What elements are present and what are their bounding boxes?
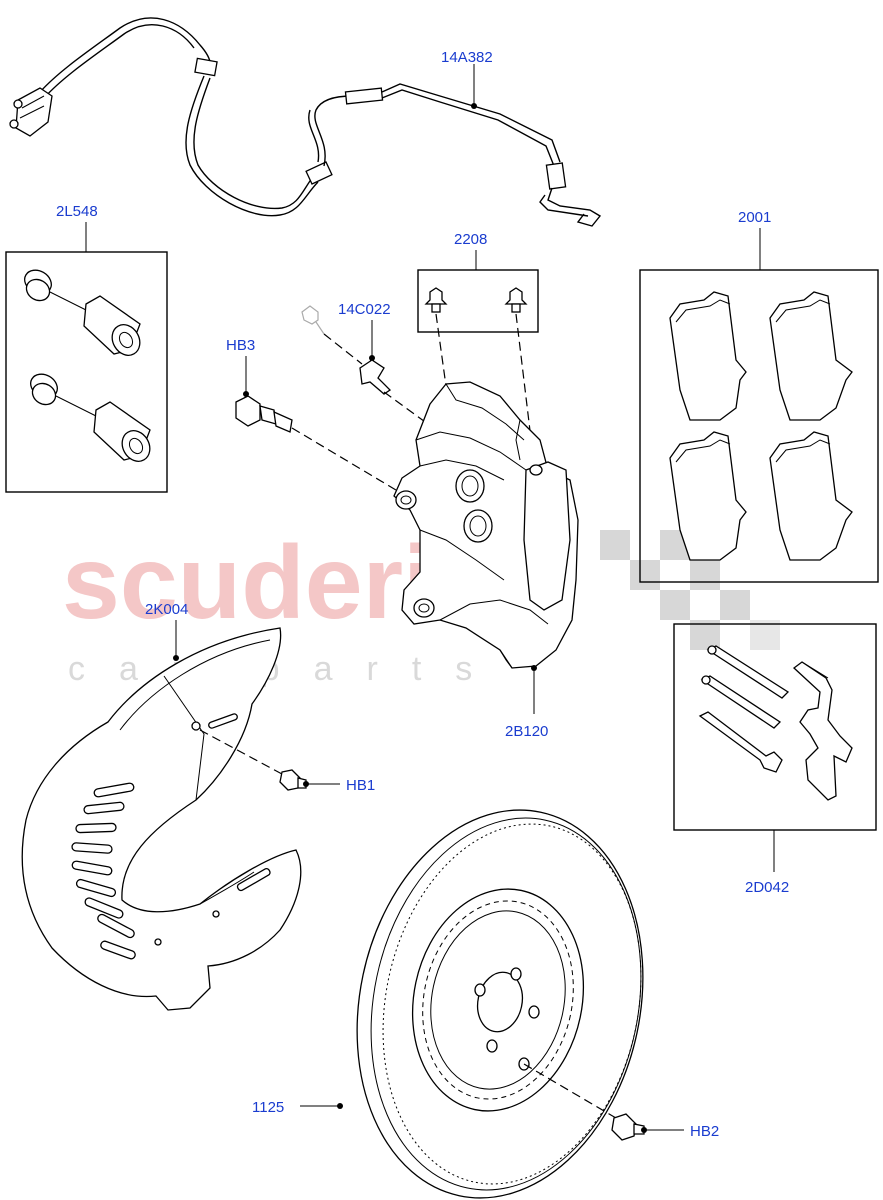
hb2-bolt [611,1113,645,1141]
callout-14C022: 14C022 [338,301,391,318]
watermark-sub: car parts [68,650,506,688]
hb3-bolt [235,395,293,433]
brake-pad-box [639,269,879,583]
pad-fitting-kit [698,645,853,801]
callout-2L548: 2L548 [56,203,98,220]
bleed-screw-box [417,269,539,333]
guide-pin-kit-box [5,251,168,493]
sensor-connector-left [9,87,53,137]
callout-2D042: 2D042 [745,879,789,896]
callout-14A382: 14A382 [441,49,493,66]
hb1-bolt [279,769,307,791]
bleed-screws [424,287,528,313]
callout-2K004: 2K004 [145,601,188,618]
pad-retaining-clip [359,359,392,395]
brake-disc [356,809,644,1199]
callout-2208: 2208 [454,231,487,248]
fitting-kit-box [673,623,877,831]
splash-shield [21,627,302,1011]
callout-HB3: HB3 [226,337,255,354]
callout-1125: 1125 [252,1099,284,1116]
callout-HB2: HB2 [690,1123,719,1140]
brake-pads [669,291,853,561]
callout-2001: 2001 [738,209,771,226]
callout-HB1: HB1 [346,777,375,794]
wear-sensor-cable [39,17,602,227]
pad-clip-bolt [301,305,325,335]
callout-2B120: 2B120 [505,723,548,740]
brake-caliper [393,381,579,669]
guide-pin-kit [24,269,151,462]
